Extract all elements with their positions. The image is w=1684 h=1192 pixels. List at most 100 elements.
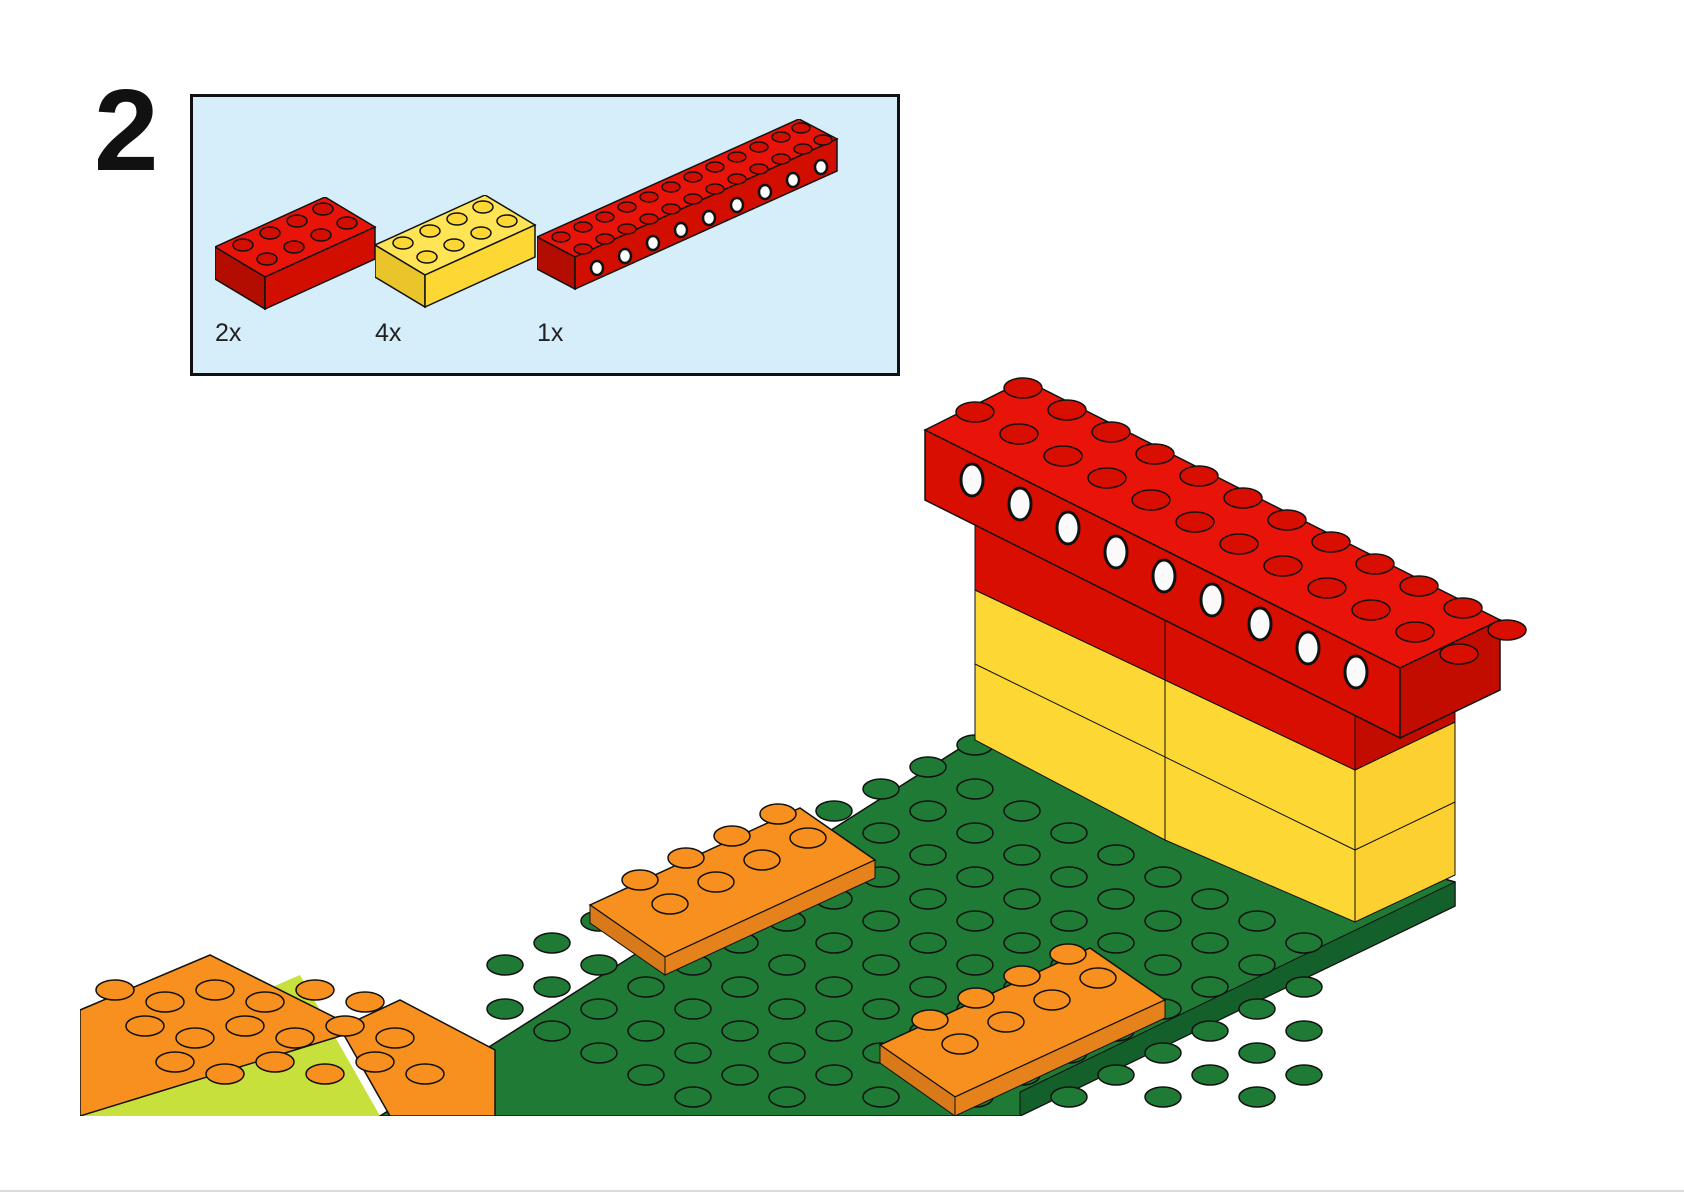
page-bottom-divider <box>0 1190 1684 1192</box>
green-stud <box>768 998 806 1020</box>
technic-hole <box>1247 606 1273 642</box>
green-stud <box>862 822 900 844</box>
part-quantity-red-1x12: 1x <box>537 319 564 347</box>
technic-hole <box>1199 582 1225 618</box>
green-stud <box>956 910 994 932</box>
green-stud <box>627 976 665 998</box>
orange-stud <box>759 803 797 825</box>
green-stud <box>1050 822 1088 844</box>
red-stud <box>1307 577 1347 599</box>
orange-stud <box>1079 967 1117 989</box>
orange-stud <box>651 893 689 915</box>
red-stud <box>1311 531 1351 553</box>
red-stud <box>1223 487 1263 509</box>
orange-stud <box>195 979 235 1001</box>
green-stud <box>721 1020 759 1042</box>
green-stud <box>1191 932 1229 954</box>
orange-stud <box>295 979 335 1001</box>
green-stud <box>674 1086 712 1108</box>
red-stud <box>1439 643 1479 665</box>
green-stud <box>1144 1042 1182 1064</box>
green-stud <box>1238 1086 1276 1108</box>
part-red-1x12-technic-brick <box>537 119 857 319</box>
green-stud <box>533 1020 571 1042</box>
yellow-wall-bricks <box>974 589 1456 923</box>
technic-hole <box>1055 510 1081 546</box>
green-stud <box>815 976 853 998</box>
red-stud <box>1399 575 1439 597</box>
part-quantity-red-2x4: 2x <box>215 319 242 347</box>
green-stud <box>815 1064 853 1086</box>
orange-stud <box>375 1027 415 1049</box>
red-stud <box>1395 621 1435 643</box>
green-stud <box>768 1086 806 1108</box>
green-stud <box>580 998 618 1020</box>
technic-hole <box>1103 534 1129 570</box>
orange-stud <box>957 987 995 1009</box>
green-stud <box>862 998 900 1020</box>
orange-stud <box>713 825 751 847</box>
green-stud <box>768 1042 806 1064</box>
green-stud <box>580 954 618 976</box>
green-stud <box>1050 1086 1088 1108</box>
green-stud <box>1191 976 1229 998</box>
green-stud <box>1144 910 1182 932</box>
green-stud <box>533 976 571 998</box>
orange-stud <box>941 1033 979 1055</box>
green-stud <box>956 866 994 888</box>
yellow-brick-2x4-icon <box>375 195 537 309</box>
red-stud <box>1131 489 1171 511</box>
part-quantity-yellow-2x4: 4x <box>375 319 402 347</box>
technic-hole <box>1295 630 1321 666</box>
red-stud <box>1487 619 1527 641</box>
green-stud <box>815 932 853 954</box>
technic-hole <box>959 462 985 498</box>
green-stud <box>721 1064 759 1086</box>
green-stud <box>1285 1064 1323 1086</box>
technic-holes <box>959 462 1369 690</box>
green-stud <box>909 976 947 998</box>
green-stud <box>1285 932 1323 954</box>
green-stud <box>1191 888 1229 910</box>
red-stud <box>1135 443 1175 465</box>
orange-stud <box>789 827 827 849</box>
green-stud <box>1003 800 1041 822</box>
green-stud <box>1144 866 1182 888</box>
red-stud <box>1091 421 1131 443</box>
red-stud <box>1043 445 1083 467</box>
green-stud <box>1097 1064 1135 1086</box>
red-stud <box>1355 553 1395 575</box>
green-stud <box>862 910 900 932</box>
orange-stud <box>305 1063 345 1085</box>
red-studs <box>955 377 1527 665</box>
part-yellow-2x4-brick <box>375 195 545 315</box>
red-stud <box>1179 465 1219 487</box>
green-stud <box>1097 932 1135 954</box>
green-stud <box>1003 932 1041 954</box>
red-stud <box>1003 377 1043 399</box>
green-stud <box>627 1064 665 1086</box>
green-stud <box>1285 1020 1323 1042</box>
orange-stud <box>145 991 185 1013</box>
orange-stud <box>743 849 781 871</box>
red-stud <box>1267 509 1307 531</box>
orange-stud <box>255 1051 295 1073</box>
orange-stud <box>621 869 659 891</box>
orange-stud <box>1003 965 1041 987</box>
orange-stud <box>325 1015 365 1037</box>
green-stud <box>956 954 994 976</box>
technic-hole <box>1343 654 1369 690</box>
green-stud <box>1191 1020 1229 1042</box>
orange-stud <box>275 1027 315 1049</box>
green-stud <box>909 844 947 866</box>
red-stud <box>1047 399 1087 421</box>
technic-hole <box>1151 558 1177 594</box>
orange-stud <box>205 1063 245 1085</box>
orange-stud <box>987 1011 1025 1033</box>
green-stud <box>1144 1086 1182 1108</box>
green-stud <box>862 778 900 800</box>
green-stud <box>1191 1064 1229 1086</box>
red-stud <box>1175 511 1215 533</box>
green-stud <box>909 800 947 822</box>
